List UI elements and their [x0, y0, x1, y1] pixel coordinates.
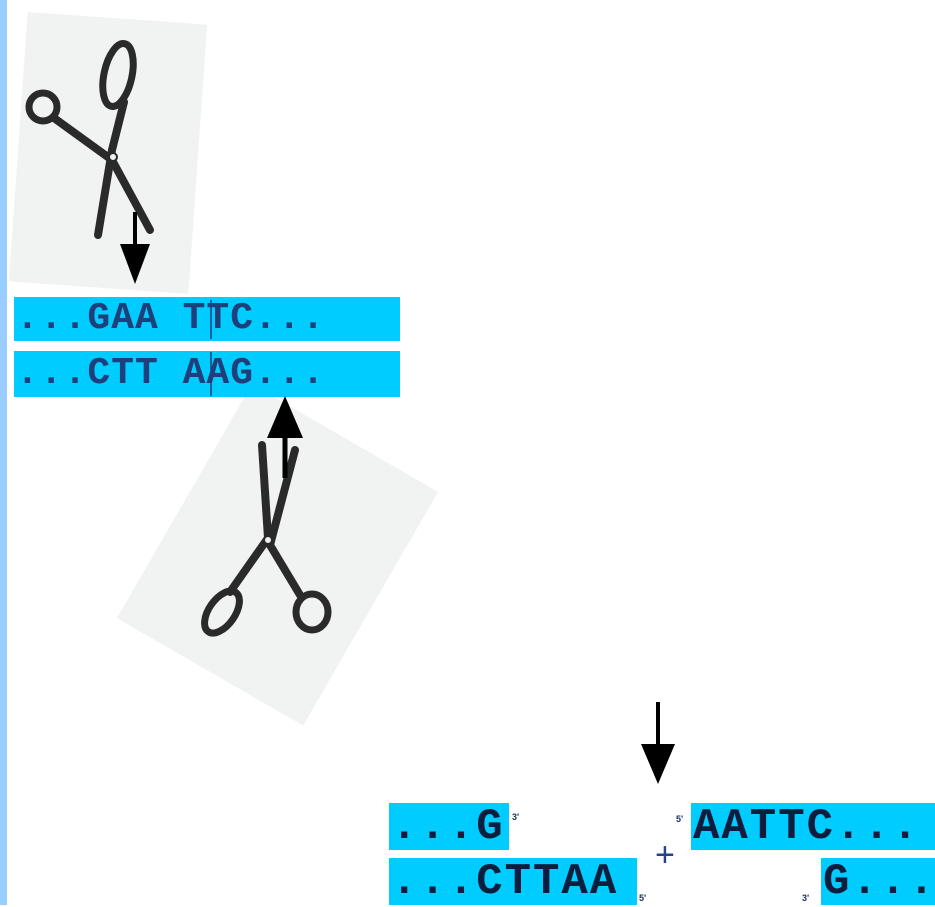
- top-strand-highlight: [14, 297, 400, 341]
- scissors-bottom-icon: [201, 441, 332, 637]
- end-label-5prime-left: 5': [639, 893, 647, 903]
- dna-bottom-strand: ...CTT AAG...: [16, 352, 326, 395]
- arrow-down-result: [641, 702, 675, 784]
- bottom-strand-highlight: [14, 351, 400, 397]
- fragment-left-bottom: ...CTTAA: [391, 857, 619, 907]
- fragment-left-bottom-highlight: [389, 858, 637, 905]
- end-label-5prime-right: 5': [676, 814, 684, 824]
- fragment-right-top-highlight: [691, 803, 935, 850]
- fragment-left-top: ...G: [391, 802, 505, 852]
- scissors-top-icon: [25, 40, 154, 239]
- arrow-up-bottom: [267, 396, 303, 478]
- fragment-right-bottom: G...: [823, 857, 935, 907]
- fragment-right-bottom-highlight: [821, 858, 935, 905]
- left-accent-bar: [0, 0, 7, 905]
- end-label-3prime-right: 3': [802, 893, 810, 903]
- plus-sign: +: [655, 836, 675, 874]
- fragment-left-top-highlight: [389, 803, 509, 850]
- dna-top-strand: ...GAA TTC...: [16, 297, 326, 340]
- end-label-3prime-left: 3': [512, 812, 520, 822]
- fragment-right-top: AATTC...: [693, 802, 921, 852]
- arrow-down-top: [120, 212, 150, 284]
